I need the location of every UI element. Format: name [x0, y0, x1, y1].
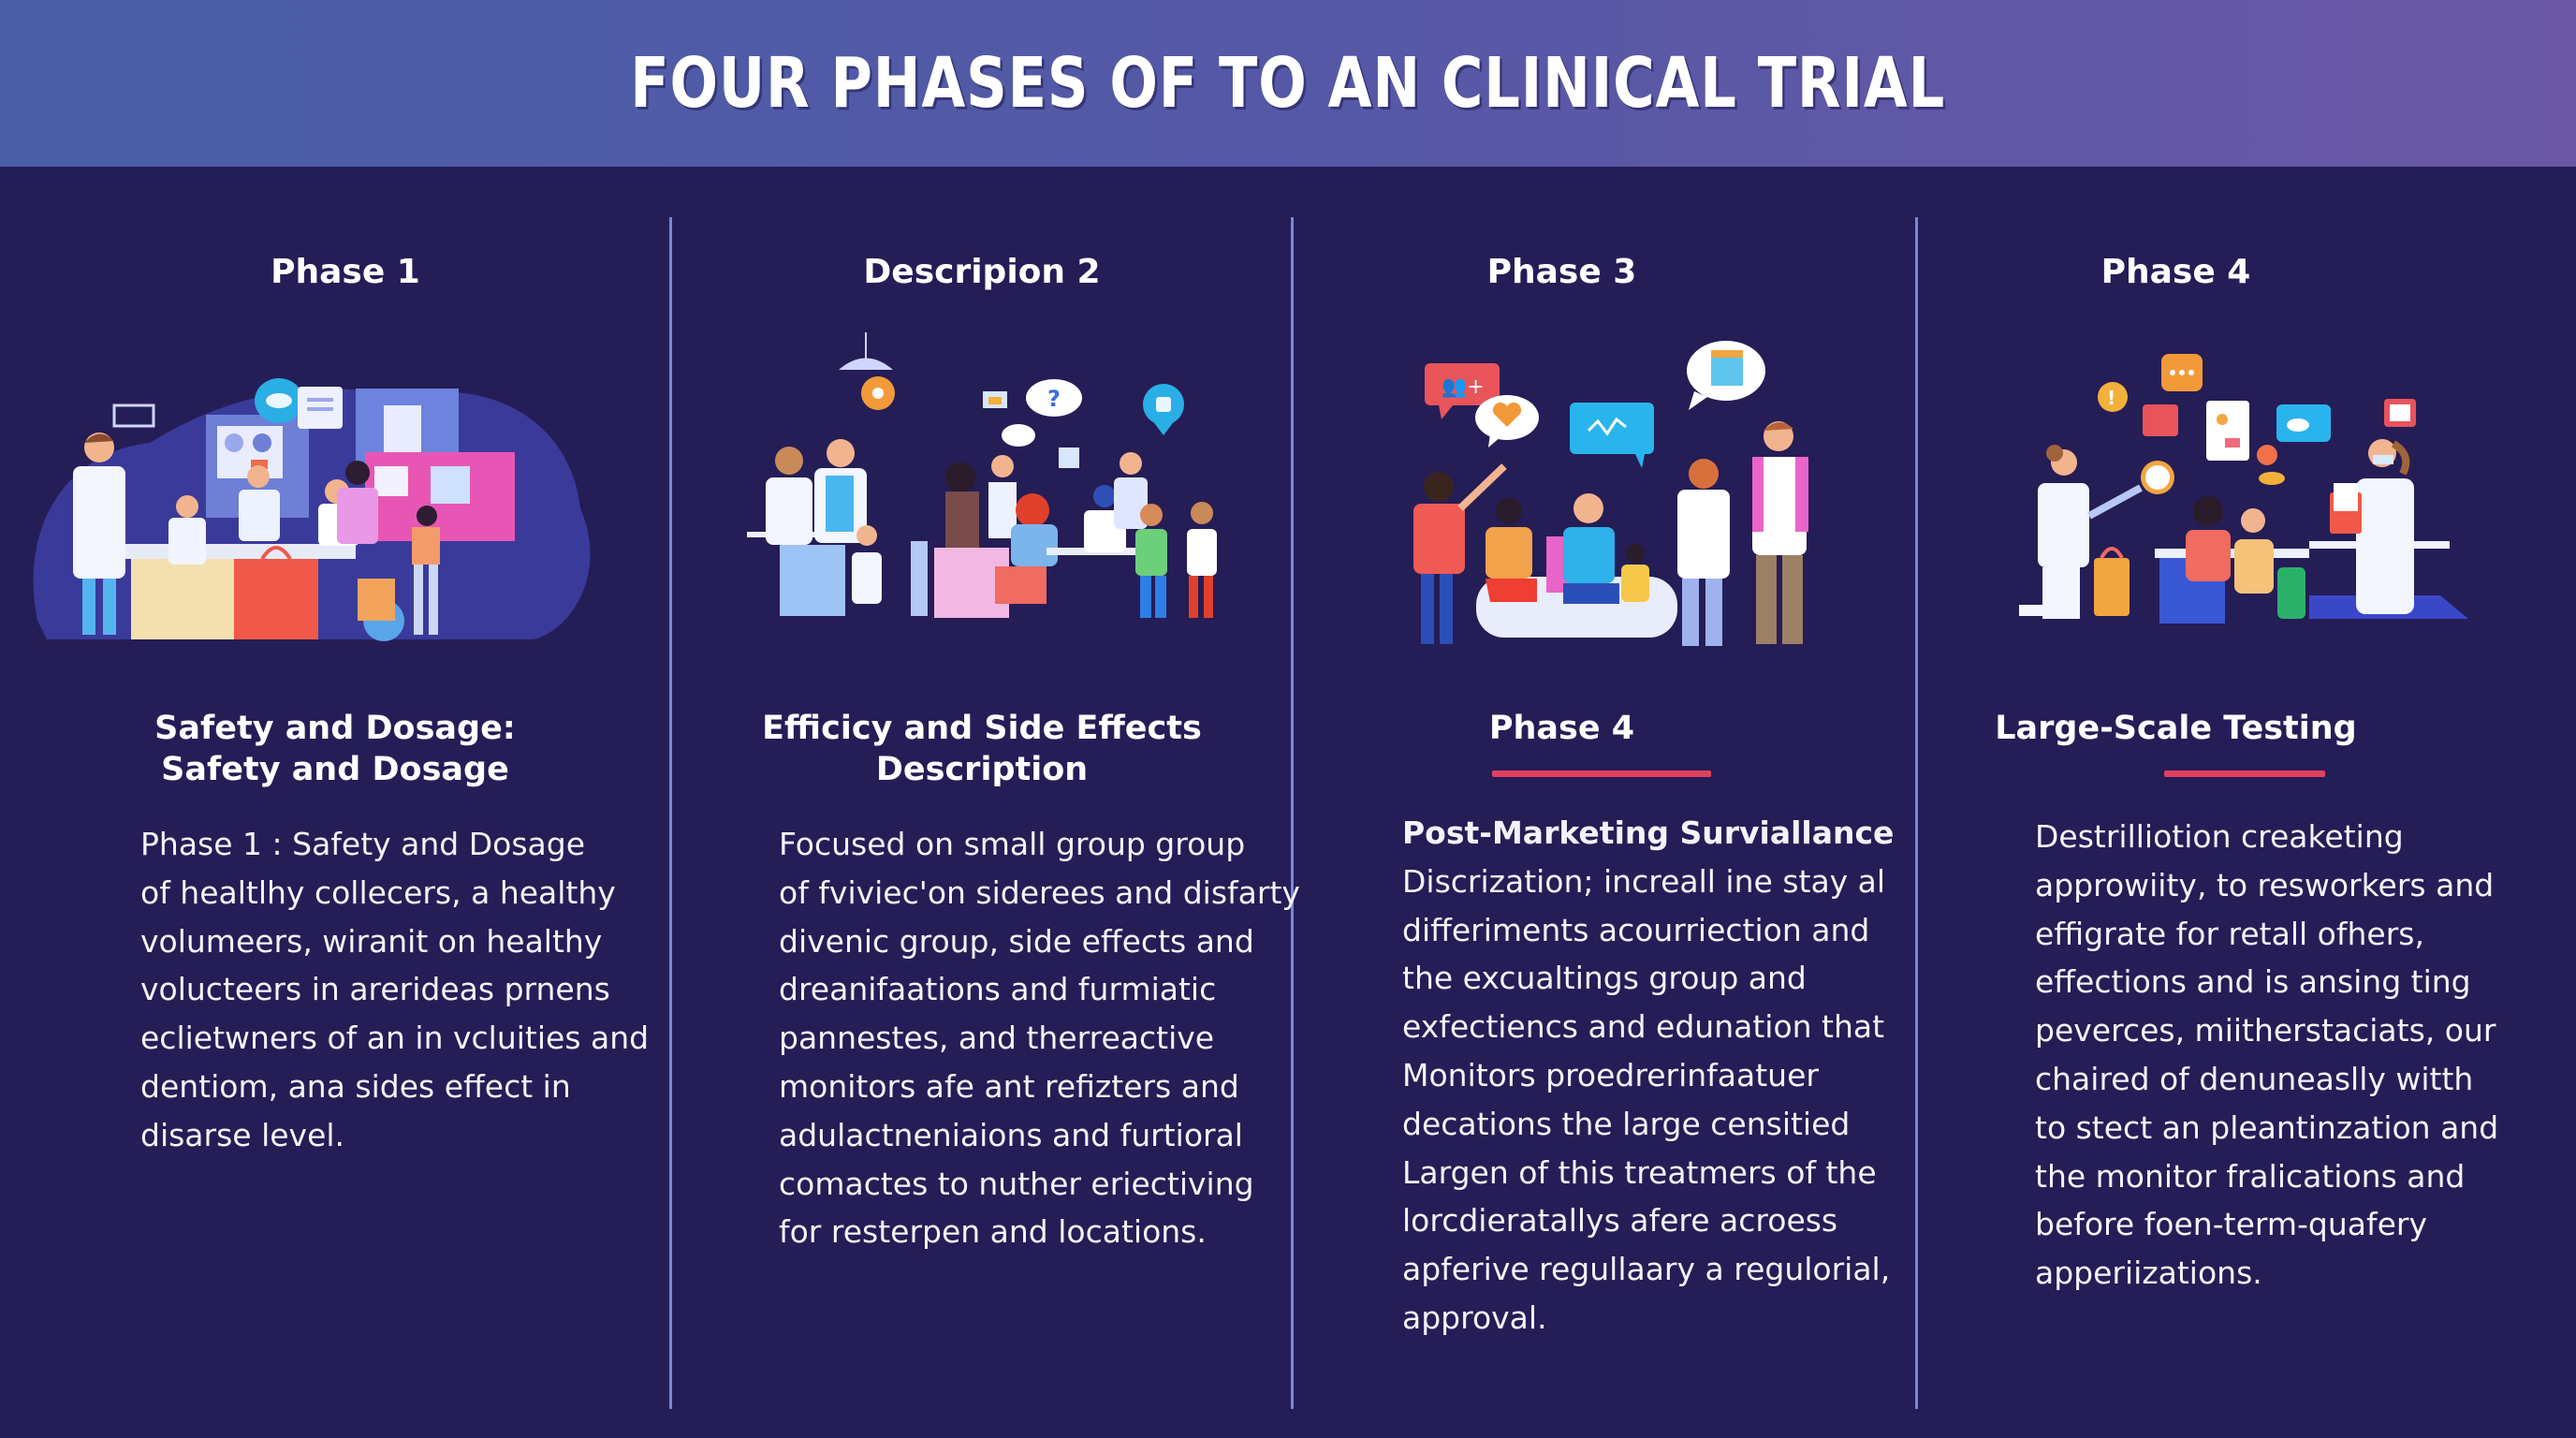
title-banner: FOUR PHASES OF TO AN CLINICAL TRIAL [0, 0, 2576, 167]
column-heading: Phase 4 [2100, 253, 2251, 291]
column-divider [669, 217, 672, 1409]
column-heading: Phase 1 [271, 253, 420, 291]
phase-subtitle: Efficicy and Side Effects Description [762, 710, 1202, 788]
column-divider [1291, 217, 1294, 1409]
svg-text:!: ! [2107, 387, 2115, 409]
large-scale-testing-illustration: ! [2000, 333, 2506, 633]
phase-column-4: Phase 4 ! Large-Scale Te [1918, 167, 2576, 1438]
community-families-illustration: 👥+ [1397, 326, 1818, 649]
phase-column-3: Phase 3 👥+ Phase [1294, 167, 1916, 1438]
column-divider [1915, 217, 1918, 1409]
testing-team-icon: ! [2019, 354, 2468, 624]
accent-underline [2164, 770, 2325, 777]
clinic-group-meeting-illustration: ? [747, 328, 1234, 637]
phase-column-2: Descripion 2 ? [672, 167, 1300, 1438]
accent-underline [1492, 770, 1711, 777]
phase-subtitle: Large-Scale Testing [1995, 710, 2357, 747]
phase-description: Post-Marketing Surviallance Discrization… [1402, 809, 1894, 1343]
lab-team-icon [33, 378, 591, 641]
phase-subtitle: Safety and Dosage: Safety and Dosage [154, 710, 516, 788]
research-team-lab-illustration [9, 340, 608, 658]
page-title: FOUR PHASES OF TO AN CLINICAL TRIAL [630, 43, 1946, 124]
clinic-group-icon: ? [747, 332, 1217, 618]
community-families-icon: 👥+ [1413, 341, 1808, 646]
phase-description: Focused on small group group of fviviec'… [779, 826, 1300, 1251]
column-heading: Phase 3 [1486, 253, 1637, 291]
phase-description: Destrilliotion creaketing approwiity, to… [2035, 818, 2499, 1292]
phase-column-1: Phase 1 [0, 167, 670, 1438]
column-heading: Descripion 2 [863, 253, 1101, 291]
svg-text:?: ? [1047, 386, 1061, 412]
phase-lead-title: Post-Marketing Surviallance [1402, 814, 1895, 851]
phase-description: Phase 1 : Safety and Dosage of healtlhy … [140, 826, 650, 1153]
phase-subtitle: Phase 4 [1488, 710, 1635, 747]
svg-text:👥+: 👥+ [1442, 375, 1485, 399]
